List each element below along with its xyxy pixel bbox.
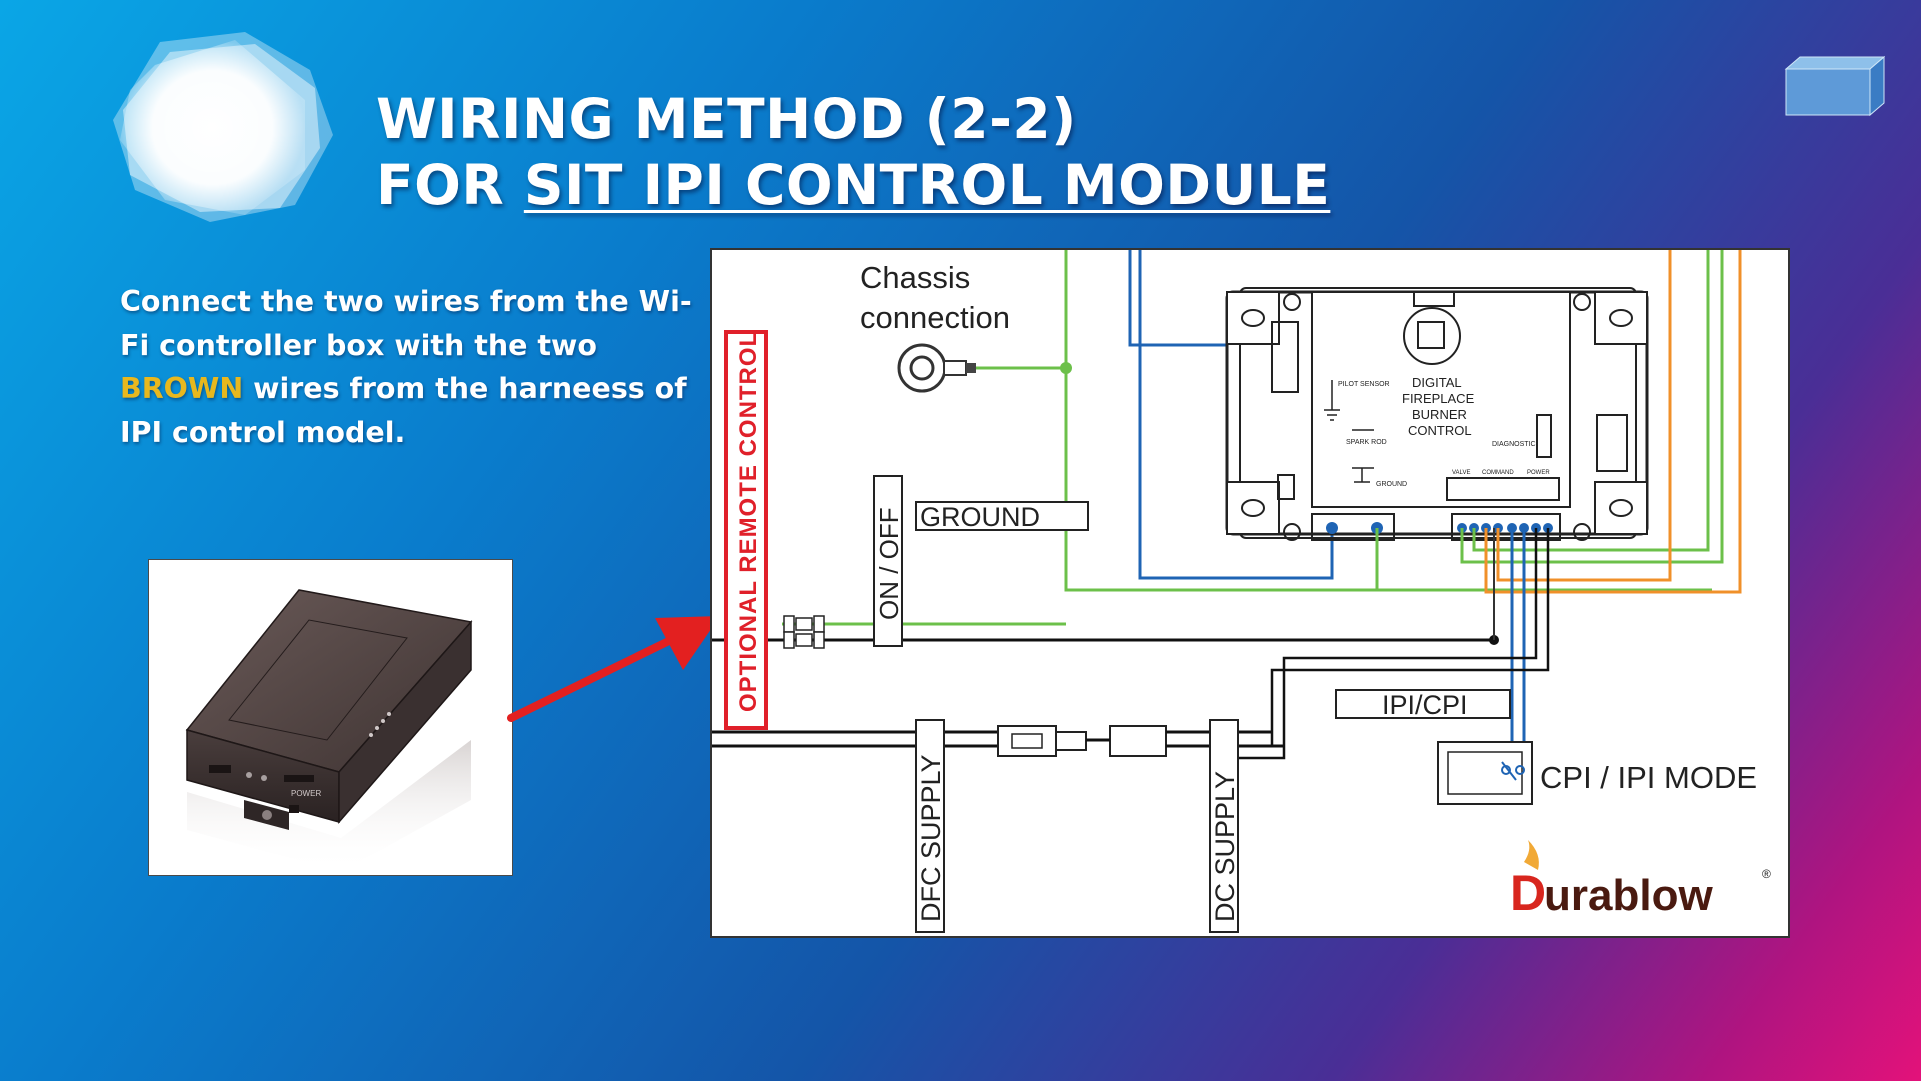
optional-remote-frame	[724, 330, 768, 730]
dc-supply-box	[1209, 719, 1239, 933]
remote-connectors	[783, 615, 825, 649]
title-line-2-underlined: SIT IPI CONTROL MODULE	[523, 153, 1331, 217]
instruction-highlight-brown: BROWN	[120, 372, 244, 405]
chassis-junction	[1060, 362, 1072, 374]
dfc-supply-box	[915, 719, 945, 933]
supply-plug	[997, 725, 1167, 757]
black-wire-supply	[712, 730, 1042, 748]
board-label-line1: DIGITAL	[1412, 375, 1462, 390]
ipi-cpi-label: IPI/CPI	[1382, 690, 1468, 720]
pilot-sensor-label: PILOT SENSOR	[1338, 381, 1390, 388]
cube-decoration	[1784, 55, 1885, 117]
black-wire-dc-2	[1232, 528, 1538, 760]
orange-wire-outer	[1484, 250, 1742, 594]
arrow-shaft	[507, 634, 679, 722]
pointer-arrow	[507, 616, 720, 722]
board-label-line2: FIREPLACE	[1402, 391, 1475, 406]
chassis-label-line1: Chassis	[860, 260, 970, 295]
cpi-ipi-mode-switch	[1437, 741, 1533, 805]
command-label: COMMAND	[1482, 470, 1514, 476]
green-wire-right-inner	[1472, 250, 1710, 552]
valve-label: VALVE	[1452, 470, 1470, 476]
controller-box-photo: POWER	[148, 559, 513, 876]
dfc-supply-label: DFC SUPPLY	[916, 754, 946, 922]
slide-title: WIRING METHOD (2-2) FOR SIT IPI CONTROL …	[376, 86, 1330, 218]
on-off-box	[873, 475, 903, 647]
spark-rod-label: SPARK ROD	[1346, 439, 1387, 446]
blue-wire-loop	[1138, 250, 1334, 580]
dc-supply-label: DC SUPPLY	[1210, 771, 1240, 922]
wiring-diagram: Chassis connection	[710, 248, 1790, 938]
green-wire-chassis	[976, 250, 1712, 592]
ground-box	[915, 501, 1089, 531]
ground-label: GROUND	[920, 502, 1040, 532]
optional-remote-label: OPTIONAL REMOTE CONTROL	[735, 331, 762, 712]
power-label: POWER	[1527, 470, 1550, 476]
title-line-2-prefix: FOR	[376, 153, 524, 217]
instruction-text: Connect the two wires from the Wi-Fi con…	[120, 280, 695, 454]
diagnostic-label: DIAGNOSTIC	[1492, 441, 1536, 448]
arrow-head	[655, 616, 720, 670]
power-port-label: POWER	[291, 789, 321, 798]
instruction-part-2: wires from the harneess of IPI control m…	[120, 372, 687, 449]
ipi-cpi-box	[1335, 689, 1511, 719]
chassis-ring-terminal	[897, 343, 976, 393]
logo-glow	[113, 32, 333, 222]
instruction-part-1: Connect the two wires from the Wi-Fi con…	[120, 285, 692, 362]
board-ground-label: GROUND	[1376, 481, 1407, 488]
chassis-label-line2: connection	[860, 300, 1010, 335]
registered-mark: ®	[1762, 867, 1771, 881]
brand-name: urablow	[1544, 871, 1713, 920]
board-label-line3: BURNER	[1412, 407, 1467, 422]
control-module: DIGITAL FIREPLACE BURNER CONTROL PILOT S…	[1225, 287, 1649, 541]
brand-mark: D	[1510, 865, 1546, 921]
orange-wire-inner	[1496, 250, 1672, 582]
on-off-label: ON / OFF	[874, 507, 904, 620]
controller-box-image: POWER	[185, 589, 473, 872]
green-wire-right-outer	[1460, 250, 1724, 564]
durablow-logo: D urablow ®	[1510, 840, 1771, 921]
wiring-diagram-svg: Chassis connection	[712, 250, 1771, 933]
cpi-ipi-mode-label: CPI / IPI MODE	[1540, 760, 1757, 795]
title-line-1: WIRING METHOD (2-2)	[376, 87, 1077, 151]
board-label-line4: CONTROL	[1408, 423, 1472, 438]
